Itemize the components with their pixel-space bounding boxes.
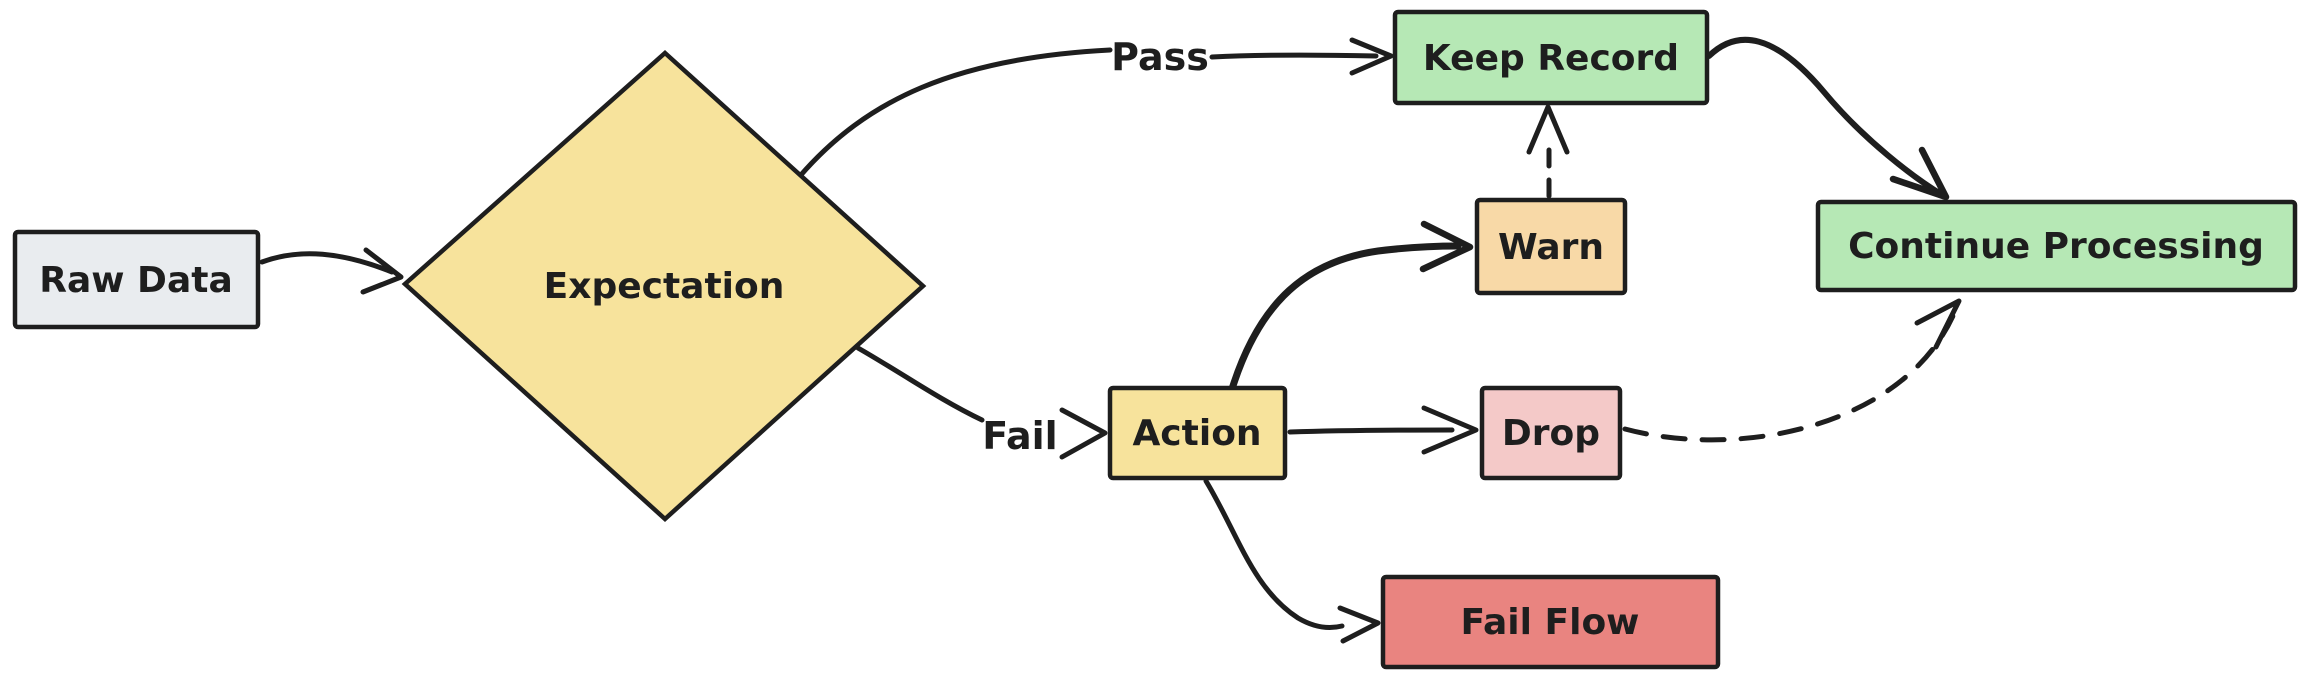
edge-expectation-to-action[interactable] (855, 345, 1108, 460)
nodes-layer: Raw Data Expectation Keep Record Warn Ac… (12, 9, 2298, 670)
edges-layer: Pass Fail (259, 35, 1962, 644)
edge-keeprecord-to-continue-arrowhead (1889, 146, 1950, 201)
node-raw-data[interactable]: Raw Data (12, 229, 261, 330)
edge-label-pass: Pass (1111, 35, 1209, 79)
edge-rawdata-to-expectation-arrowhead (360, 247, 404, 295)
node-continue-processing[interactable]: Continue Processing (1815, 199, 2298, 293)
node-keep-record-label: Keep Record (1423, 38, 1679, 79)
node-action[interactable]: Action (1107, 385, 1288, 481)
node-fail-flow[interactable]: Fail Flow (1380, 574, 1721, 670)
node-fail-flow-shape[interactable] (1380, 574, 1721, 670)
edge-action-to-failflow[interactable] (1203, 478, 1381, 644)
edge-fail-segment[interactable] (855, 345, 985, 423)
edge-action-to-warn[interactable] (1228, 220, 1474, 393)
edge-rawdata-to-expectation-line[interactable] (259, 251, 395, 275)
node-keep-record[interactable]: Keep Record (1392, 9, 1710, 106)
node-warn-shape[interactable] (1474, 197, 1628, 296)
node-expectation-label: Expectation (544, 266, 785, 307)
edge-warn-to-keeprecord[interactable] (1526, 104, 1570, 199)
node-continue-processing-shape[interactable] (1815, 199, 2298, 293)
edge-action-to-drop-arrowhead (1421, 405, 1479, 455)
edge-keeprecord-to-continue-line[interactable] (1706, 36, 1947, 199)
edge-action-to-warn-line[interactable] (1228, 242, 1462, 393)
edge-action-to-drop-line[interactable] (1287, 427, 1455, 435)
edge-drop-to-continue-arrowhead (1914, 298, 1962, 350)
edge-keeprecord-to-continue[interactable] (1706, 36, 1950, 201)
edge-action-to-failflow-line[interactable] (1203, 478, 1345, 630)
edge-pass-segment-left[interactable] (797, 47, 1113, 179)
node-drop-shape[interactable] (1479, 385, 1623, 481)
edge-pass-arrowhead (1349, 37, 1394, 76)
edge-action-to-drop[interactable] (1287, 405, 1479, 455)
edge-action-to-warn-arrowhead (1419, 220, 1474, 273)
edge-action-to-failflow-arrowhead (1337, 605, 1381, 644)
node-action-shape[interactable] (1107, 385, 1288, 481)
node-expectation-shape[interactable] (401, 49, 927, 523)
edge-drop-to-continue-line[interactable] (1622, 306, 1959, 443)
edge-rawdata-to-expectation[interactable] (259, 247, 404, 295)
edge-expectation-to-keeprecord[interactable] (797, 37, 1394, 179)
node-continue-processing-label: Continue Processing (1848, 226, 2264, 267)
node-warn-label: Warn (1498, 227, 1604, 268)
edge-warn-to-keeprecord-arrowhead (1526, 104, 1570, 155)
node-fail-flow-label: Fail Flow (1461, 602, 1640, 643)
edge-pass-segment-right[interactable] (1209, 52, 1379, 60)
edge-drop-to-continue[interactable] (1622, 298, 1962, 443)
node-drop[interactable]: Drop (1479, 385, 1623, 481)
node-keep-record-shape[interactable] (1392, 9, 1710, 106)
node-drop-label: Drop (1502, 413, 1600, 454)
node-raw-data-shape[interactable] (12, 229, 261, 330)
edge-fail-arrowhead (1059, 407, 1108, 460)
node-warn[interactable]: Warn (1474, 197, 1628, 296)
node-expectation[interactable]: Expectation (401, 49, 927, 523)
edge-label-fail: Fail (982, 414, 1057, 458)
node-action-label: Action (1132, 413, 1261, 454)
node-raw-data-label: Raw Data (39, 260, 232, 301)
